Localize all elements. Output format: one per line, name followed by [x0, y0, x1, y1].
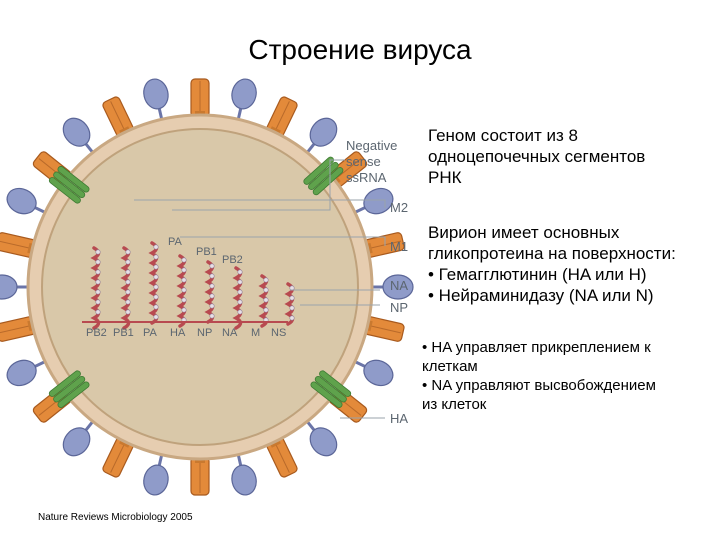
- nucleoprotein-bead: [182, 288, 186, 292]
- segment-label-pb1: PB1: [113, 327, 134, 339]
- nucleoprotein-bead: [210, 314, 214, 318]
- nucleoprotein-bead: [210, 284, 214, 288]
- nucleoprotein-bead: [154, 285, 158, 289]
- nucleoprotein-bead: [96, 290, 100, 294]
- nucleoprotein-bead: [264, 278, 268, 282]
- label-ssrna-2: sense: [346, 154, 381, 169]
- nucleoprotein-bead: [182, 298, 186, 302]
- nucleoprotein-bead: [126, 270, 130, 274]
- nucleoprotein-bead: [210, 294, 214, 298]
- segment-label-ns: NS: [271, 327, 286, 339]
- nucleoprotein-bead: [126, 260, 130, 264]
- nucleoprotein-bead: [290, 306, 294, 310]
- label-pb1-top: PB1: [196, 246, 217, 258]
- nucleoprotein-bead: [126, 290, 130, 294]
- label-m2: M2: [390, 200, 408, 215]
- nucleoprotein-bead: [154, 255, 158, 259]
- ha-spike: [191, 455, 209, 495]
- nucleoprotein-bead: [154, 315, 158, 319]
- nucleoprotein-bead: [290, 316, 294, 320]
- segment-label-np: NP: [197, 327, 212, 339]
- nucleoprotein-bead: [182, 278, 186, 282]
- nucleoprotein-bead: [238, 280, 242, 284]
- nucleoprotein-bead: [154, 305, 158, 309]
- nucleoprotein-bead: [96, 260, 100, 264]
- nucleoprotein-bead: [264, 308, 268, 312]
- ha-spike: [191, 79, 209, 119]
- nucleoprotein-bead: [96, 310, 100, 314]
- nucleoprotein-bead: [210, 264, 214, 268]
- nucleoprotein-bead: [126, 250, 130, 254]
- label-pa-top: PA: [168, 236, 183, 248]
- label-m1: M1: [390, 239, 408, 254]
- nucleoprotein-bead: [96, 280, 100, 284]
- nucleoprotein-bead: [154, 275, 158, 279]
- surface-glycoproteins-note: Вирион имеет основных гликопротеина на п…: [428, 222, 676, 306]
- nucleoprotein-bead: [182, 268, 186, 272]
- label-np: NP: [390, 300, 408, 315]
- label-ssrna-3: ssRNA: [346, 170, 387, 185]
- label-ha: HA: [390, 411, 408, 426]
- genome-note: Геном состоит из 8 одноцепочечных сегмен…: [428, 125, 645, 188]
- label-na: NA: [390, 278, 408, 293]
- label-pb2-top: PB2: [222, 254, 243, 266]
- nucleoprotein-bead: [182, 308, 186, 312]
- segment-label-pb2: PB2: [86, 327, 107, 339]
- segment-label-ha: HA: [170, 327, 186, 339]
- nucleoprotein-bead: [238, 270, 242, 274]
- nucleoprotein-bead: [238, 290, 242, 294]
- source-credit: Nature Reviews Microbiology 2005: [38, 512, 193, 523]
- nucleoprotein-bead: [154, 265, 158, 269]
- nucleoprotein-bead: [154, 245, 158, 249]
- nucleoprotein-bead: [290, 296, 294, 300]
- label-ssrna-1: Negative: [346, 138, 397, 153]
- nucleoprotein-bead: [210, 304, 214, 308]
- segment-label-m: M: [251, 327, 260, 339]
- segment-label-na: NA: [222, 327, 238, 339]
- nucleoprotein-bead: [154, 295, 158, 299]
- nucleoprotein-bead: [182, 258, 186, 262]
- nucleoprotein-bead: [126, 280, 130, 284]
- nucleoprotein-bead: [264, 288, 268, 292]
- nucleoprotein-bead: [210, 274, 214, 278]
- nucleoprotein-bead: [96, 270, 100, 274]
- na-spike: [0, 275, 30, 299]
- nucleoprotein-bead: [96, 250, 100, 254]
- nucleoprotein-bead: [264, 298, 268, 302]
- glycoprotein-function-note: • HA управляет прикреплением к клеткам •…: [422, 338, 656, 414]
- nucleoprotein-bead: [126, 310, 130, 314]
- nucleoprotein-bead: [238, 310, 242, 314]
- segment-label-pa: PA: [143, 327, 158, 339]
- nucleoprotein-bead: [126, 300, 130, 304]
- nucleoprotein-bead: [238, 300, 242, 304]
- nucleoprotein-bead: [96, 300, 100, 304]
